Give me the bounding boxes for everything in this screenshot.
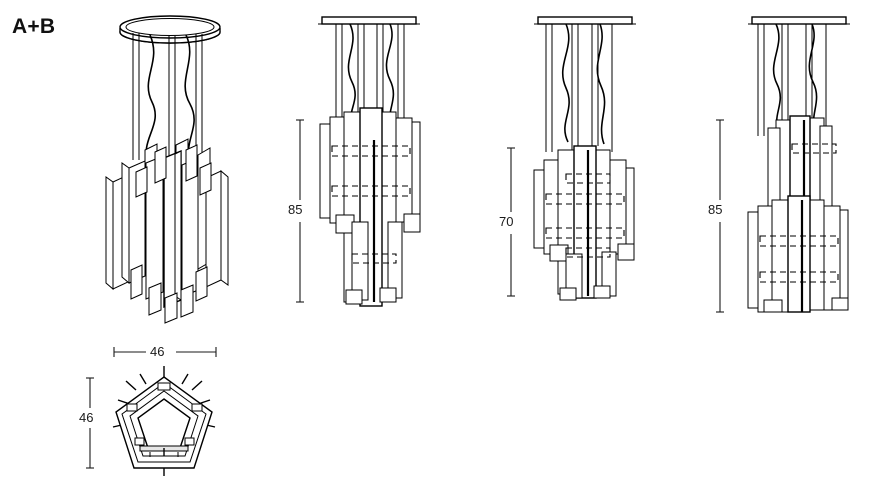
plan-detail-bars	[137, 417, 191, 457]
fixture-body	[747, 115, 849, 313]
isometric-perspective-view	[105, 15, 229, 324]
suspension-rods	[335, 24, 405, 130]
rear-elevation-view	[747, 16, 850, 313]
canopy-ellipse	[119, 15, 221, 44]
power-cables	[561, 23, 606, 145]
suspension-rods	[545, 24, 613, 152]
hidden-lines	[759, 143, 839, 283]
plan-notches	[126, 382, 203, 446]
dimension-elev-b	[507, 147, 515, 297]
fixture-body	[319, 107, 421, 307]
suspension-rods	[757, 24, 827, 136]
page-title: A+B	[12, 15, 56, 38]
fixture-body	[105, 138, 229, 324]
suspension-rods	[132, 33, 203, 175]
dimension-label-elev-c: 85	[708, 202, 723, 217]
bottom-plan-view	[112, 366, 216, 476]
dimension-label-plan-depth: 46	[79, 410, 94, 425]
side-elevation-view	[533, 16, 636, 301]
dimension-elev-c	[716, 119, 724, 313]
power-cables	[772, 23, 818, 133]
dimension-label-plan-width: 46	[150, 344, 165, 359]
dimension-label-elev-b: 70	[499, 214, 514, 229]
fixture-body	[533, 145, 635, 301]
front-elevation-view	[318, 16, 421, 307]
dimension-plan-depth	[86, 377, 94, 469]
dimension-label-elev-a: 85	[288, 202, 303, 217]
dimension-plan-width	[113, 347, 217, 357]
dimension-elev-a	[296, 119, 304, 303]
hidden-lines	[545, 173, 625, 258]
hidden-lines	[331, 145, 411, 264]
power-cables	[145, 34, 195, 169]
